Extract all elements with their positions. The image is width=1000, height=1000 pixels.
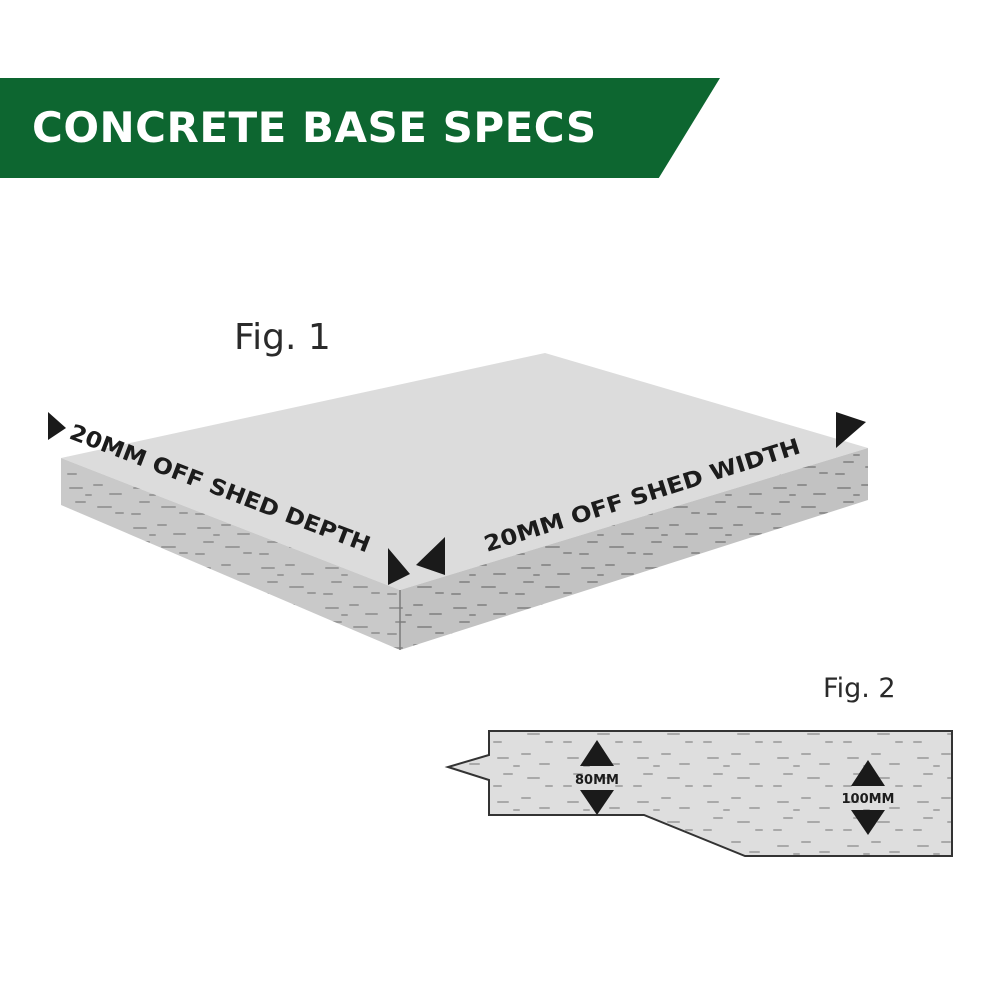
figure-2-section: 80MM 100MM <box>444 730 953 857</box>
thin-thickness-up-arrow <box>580 740 614 766</box>
slab-right-face <box>400 448 868 650</box>
slab-top-face <box>61 353 868 590</box>
section-profile <box>444 730 953 857</box>
figure-2-label: Fig. 2 <box>823 673 896 704</box>
depth-start-arrow <box>48 412 66 440</box>
thick-thickness-label: 100MM <box>841 792 894 807</box>
width-end-arrow <box>836 412 866 448</box>
thick-thickness-down-arrow <box>851 810 885 835</box>
depth-end-arrow <box>388 548 410 585</box>
figure-1-slab: 20MM OFF SHED DEPTH 20MM OFF SHED WIDTH <box>48 353 868 650</box>
figure-1-label: Fig. 1 <box>234 317 331 358</box>
width-start-arrow <box>416 537 445 575</box>
slab-left-face <box>61 458 400 650</box>
thin-thickness-down-arrow <box>580 790 614 815</box>
thick-thickness-up-arrow <box>851 760 885 786</box>
thin-thickness-label: 80MM <box>575 773 619 788</box>
page-title: CONCRETE BASE SPECS <box>32 103 597 152</box>
title-banner: CONCRETE BASE SPECS <box>0 78 720 178</box>
